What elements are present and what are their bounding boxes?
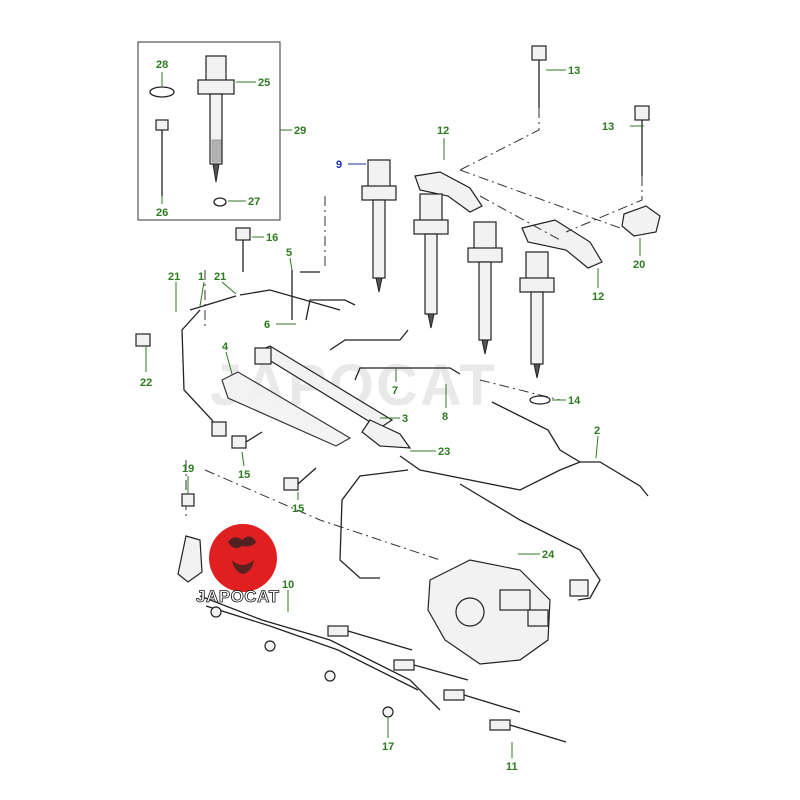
bolt-15-lower <box>283 467 317 491</box>
logo-badge <box>209 524 277 592</box>
pipe-7 <box>329 329 409 351</box>
callout-6: 6 <box>264 319 270 331</box>
return-pipe-fitting <box>211 421 227 437</box>
callout-13-lower: 13 <box>602 121 614 133</box>
connector-24 <box>569 579 589 597</box>
bracket-20 <box>621 205 661 237</box>
callout-7: 7 <box>392 385 398 397</box>
callout-24: 24 <box>542 549 555 561</box>
callout-29: 29 <box>294 125 306 137</box>
pipe-5 <box>291 270 320 320</box>
callout-2: 2 <box>594 425 600 437</box>
callout-21-right: 21 <box>214 271 226 283</box>
callout-20: 20 <box>633 259 645 271</box>
leader-lines <box>145 69 644 758</box>
bolt-15-upper <box>231 431 263 449</box>
nut-17-c <box>324 670 336 682</box>
nut-17-b <box>264 640 276 652</box>
nut-17-d <box>382 706 394 718</box>
bolt-13-lower <box>634 105 650 176</box>
callout-21-left: 21 <box>168 271 180 283</box>
pipe-8 <box>354 367 461 381</box>
japocat-logo: JAPOCAT <box>196 524 280 606</box>
nut-17-a <box>210 606 222 618</box>
glow-plug-bracket <box>177 535 203 583</box>
callout-27: 27 <box>248 196 260 208</box>
glow-plug-4 <box>489 719 567 743</box>
callout-13-upper: 13 <box>568 65 580 77</box>
glow-plug-2 <box>393 659 469 681</box>
callout-5: 5 <box>286 247 292 259</box>
logo-emblem <box>228 536 256 549</box>
fuel-rail-3 <box>254 345 412 449</box>
callout-12-upper: 12 <box>437 125 449 137</box>
callout-3: 3 <box>402 413 408 425</box>
injector-2 <box>413 193 449 329</box>
callout-8: 8 <box>442 411 448 423</box>
callout-10: 10 <box>282 579 294 591</box>
inset-seal-ring <box>149 86 175 98</box>
inset-bolt <box>155 119 169 196</box>
bolt-22 <box>135 333 151 347</box>
callout-17: 17 <box>382 741 394 753</box>
callout-28: 28 <box>156 59 168 71</box>
injector-1 <box>361 159 397 293</box>
callout-19: 19 <box>182 463 194 475</box>
bolt-13-upper <box>531 45 547 108</box>
logo-text: JAPOCAT <box>196 587 280 606</box>
harness-2 <box>491 401 649 497</box>
callout-25: 25 <box>258 77 270 89</box>
inset-frame <box>137 41 281 221</box>
callout-11: 11 <box>506 761 518 773</box>
fuel-pump <box>427 559 551 665</box>
injector-3 <box>467 221 503 355</box>
inset-injector <box>197 55 235 183</box>
seal-14 <box>529 395 551 405</box>
bolt-16 <box>235 227 251 272</box>
pipe-6 <box>305 299 356 321</box>
callout-16: 16 <box>266 232 278 244</box>
glow-plug-3 <box>443 689 521 713</box>
callout-22: 22 <box>140 377 152 389</box>
inset-washer <box>213 197 227 207</box>
callout-1: 1 <box>198 271 204 283</box>
callout-15-lower: 15 <box>292 503 304 515</box>
glow-plug-1 <box>327 625 413 651</box>
clamp-12-upper <box>414 171 483 213</box>
callout-26: 26 <box>156 207 168 219</box>
callout-15-upper: 15 <box>238 469 250 481</box>
clamp-12-lower <box>521 219 603 269</box>
callout-23: 23 <box>438 446 450 458</box>
callout-14: 14 <box>568 395 581 407</box>
pipe-1-branch <box>239 289 341 311</box>
bolt-19 <box>181 493 195 507</box>
glow-plug-harness-10 <box>199 595 441 711</box>
callout-4: 4 <box>222 341 229 353</box>
rail-bracket-4 <box>221 371 352 447</box>
injector-4 <box>519 251 555 379</box>
callout-12-lower: 12 <box>592 291 604 303</box>
callout-9: 9 <box>336 159 342 171</box>
